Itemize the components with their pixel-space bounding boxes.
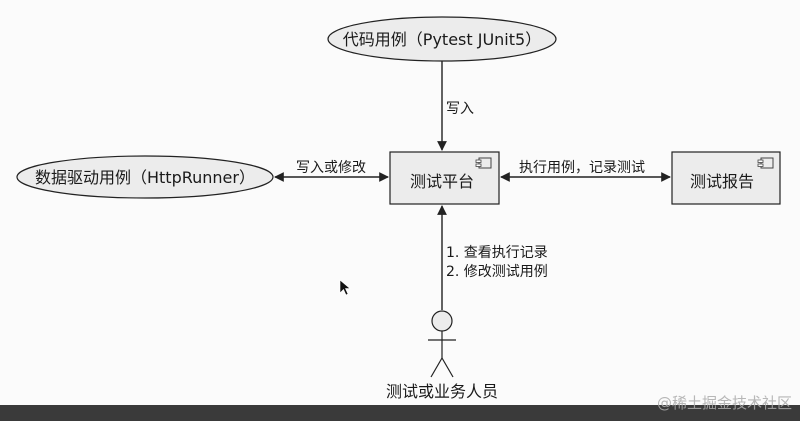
mouse-cursor-icon bbox=[339, 279, 351, 296]
edge-actor-line2: 2. 修改测试用例 bbox=[446, 264, 548, 280]
actor-label: 测试或业务人员 bbox=[386, 382, 498, 401]
test-platform-node: 测试平台 bbox=[389, 151, 500, 205]
code-cases-label: 代码用例（Pytest JUnit5） bbox=[343, 30, 541, 49]
component-icon bbox=[475, 157, 492, 169]
test-report-label: 测试报告 bbox=[690, 172, 754, 191]
edge-write-or-modify: 写入或修改 bbox=[274, 160, 389, 182]
component-icon bbox=[757, 157, 774, 169]
diagram-svg: 代码用例（Pytest JUnit5） 数据驱动用例（HttpRunner） 测… bbox=[16, 16, 781, 401]
edge-actor: 1. 查看执行记录 2. 修改测试用例 bbox=[437, 205, 548, 310]
edge-write-or-modify-label: 写入或修改 bbox=[296, 160, 366, 176]
edge-execute-record-label: 执行用例，记录测试 bbox=[519, 160, 645, 176]
bottom-bar bbox=[0, 405, 800, 421]
test-report-node: 测试报告 bbox=[671, 151, 781, 205]
test-platform-label: 测试平台 bbox=[410, 172, 474, 191]
diagram-canvas: 代码用例（Pytest JUnit5） 数据驱动用例（HttpRunner） 测… bbox=[0, 0, 800, 405]
edge-write: 写入 bbox=[437, 61, 474, 151]
edge-execute-record: 执行用例，记录测试 bbox=[500, 160, 671, 182]
data-driven-cases-node: 数据驱动用例（HttpRunner） bbox=[16, 155, 274, 199]
code-cases-node: 代码用例（Pytest JUnit5） bbox=[327, 16, 557, 62]
actor-figure: 测试或业务人员 bbox=[386, 310, 498, 401]
data-driven-cases-label: 数据驱动用例（HttpRunner） bbox=[35, 168, 255, 187]
edge-actor-line1: 1. 查看执行记录 bbox=[446, 245, 548, 261]
edge-write-label: 写入 bbox=[446, 101, 474, 117]
watermark: @稀土掘金技术社区 bbox=[656, 394, 792, 412]
